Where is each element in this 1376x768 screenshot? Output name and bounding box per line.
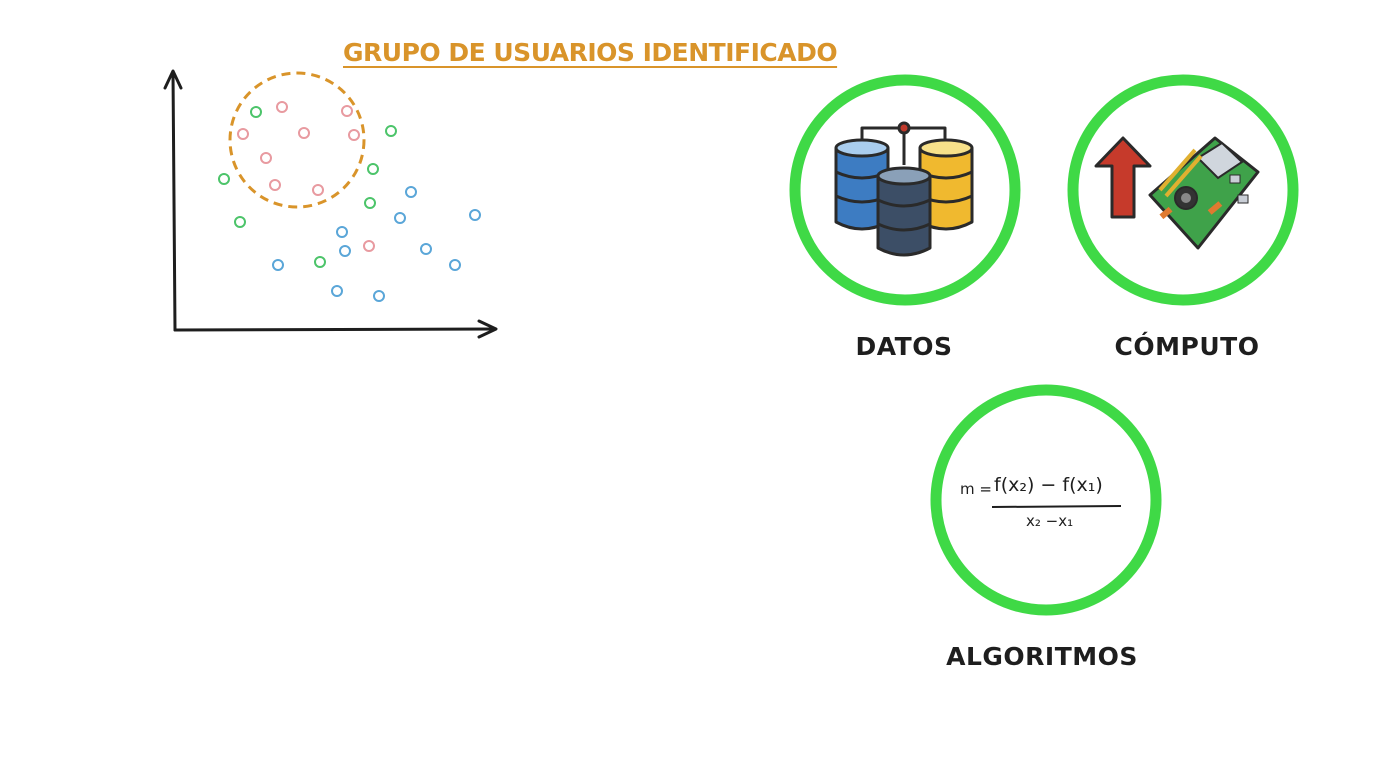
- user-point-pink: [341, 105, 353, 117]
- user-point-green: [385, 125, 397, 137]
- user-point-pink: [298, 127, 310, 139]
- datos-ring: [789, 74, 1021, 306]
- user-point-blue: [336, 226, 348, 238]
- user-point-blue: [449, 259, 461, 271]
- scatter-points: [218, 101, 481, 302]
- motherboard-icon: [1148, 136, 1260, 250]
- user-point-pink: [348, 129, 360, 141]
- formula: m = f(x₂) − f(x₁) x₂ −x₁: [960, 474, 1130, 544]
- user-point-green: [250, 106, 262, 118]
- computo-label: CÓMPUTO: [1114, 332, 1260, 361]
- x-axis-arrow: [477, 319, 498, 339]
- computo-ring: [1067, 74, 1299, 306]
- datos-label: DATOS: [855, 332, 953, 361]
- user-point-pink: [260, 152, 272, 164]
- y-axis: [171, 70, 177, 332]
- formula-lhs: m =: [960, 480, 992, 498]
- user-point-blue: [373, 290, 385, 302]
- user-point-pink: [312, 184, 324, 196]
- user-point-green: [364, 197, 376, 209]
- user-point-pink: [237, 128, 249, 140]
- cluster-boundary: [228, 71, 366, 209]
- cluster-title: GRUPO DE USUARIOS IDENTIFICADO: [343, 38, 838, 67]
- user-point-pink: [363, 240, 375, 252]
- formula-denominator: x₂ −x₁: [1026, 512, 1074, 530]
- y-axis-arrow: [163, 69, 183, 90]
- user-point-blue: [394, 212, 406, 224]
- user-point-blue: [339, 245, 351, 257]
- user-point-pink: [276, 101, 288, 113]
- user-point-blue: [331, 285, 343, 297]
- user-point-blue: [420, 243, 432, 255]
- algoritmos-label: ALGORITMOS: [946, 642, 1138, 671]
- formula-icon: [991, 505, 1122, 508]
- user-point-green: [234, 216, 246, 228]
- user-point-blue: [469, 209, 481, 221]
- scatter-plot: [163, 69, 498, 339]
- user-point-green: [314, 256, 326, 268]
- user-point-blue: [405, 186, 417, 198]
- user-point-pink: [269, 179, 281, 191]
- user-point-green: [218, 173, 230, 185]
- user-point-blue: [272, 259, 284, 271]
- user-point-green: [367, 163, 379, 175]
- x-axis: [173, 327, 497, 332]
- algoritmos-ring: [930, 384, 1162, 616]
- fraction-bar: [991, 505, 1122, 508]
- up-arrow-icon: [1094, 136, 1152, 219]
- formula-numerator: f(x₂) − f(x₁): [994, 474, 1103, 496]
- database-icon: [834, 121, 974, 257]
